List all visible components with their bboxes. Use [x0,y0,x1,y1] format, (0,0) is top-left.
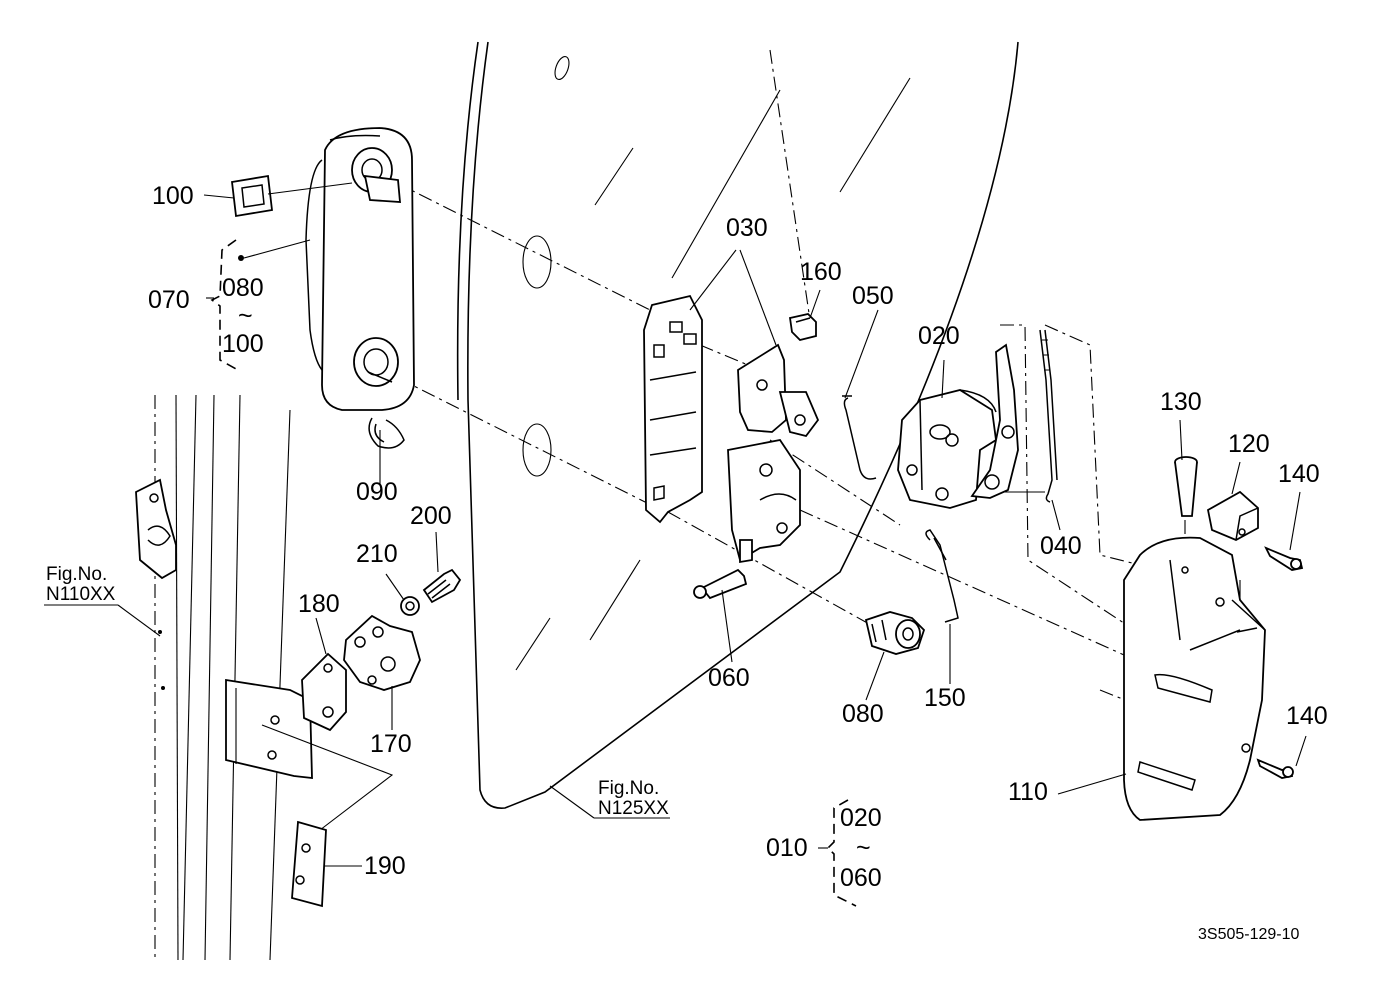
label-020b: 020 [840,804,882,832]
part-210-washer [400,596,420,616]
label-020: 020 [918,322,960,350]
label-080b: 080 [842,700,884,728]
fig-ref-1-code: N110XX [46,584,116,605]
label-060: 060 [708,664,750,692]
part-070-handle [305,127,415,411]
part-190-plate [291,820,327,908]
label-210: 210 [356,540,398,568]
part-030-plates [643,294,820,564]
label-140-lower: 140 [1286,702,1328,730]
label-060b: 060 [840,864,882,892]
label-180: 180 [298,590,340,618]
label-120: 120 [1228,430,1270,458]
part-050-rod [842,395,877,480]
bracket-070 [206,239,311,371]
part-140-screw-lower [1256,758,1294,779]
label-140-upper: 140 [1278,460,1320,488]
part-040-rod [1039,329,1058,503]
label-100: 100 [152,182,194,210]
label-130: 130 [1160,388,1202,416]
part-leaders [203,182,1307,867]
label-070: 070 [148,286,190,314]
part-130-tube [1174,456,1198,517]
label-090: 090 [356,478,398,506]
part-100-seal [231,174,273,218]
fig-ref-2-title: Fig.No. [598,778,659,799]
label-100b: 100 [222,330,264,358]
bracket-010 [818,799,857,907]
part-140-screw-upper [1264,546,1304,571]
fig-refs: Fig.No. N110XX Fig.No. N125XX [46,564,669,819]
part-labels: 100 070 080 ~ 100 090 030 160 050 020 13… [148,182,1328,892]
label-080: 080 [222,274,264,302]
part-170-plate [343,614,421,691]
leader-lines [261,49,1251,831]
door-glass [456,41,1019,809]
part-080-lock-cylinder [864,611,926,655]
part-160-bolt [788,313,817,341]
label-030: 030 [726,214,768,242]
label-050: 050 [852,282,894,310]
fig-ref-2-code: N125XX [598,798,669,819]
drawing-code: 3S505-129-10 [1198,926,1300,943]
door-frame-left [135,394,313,961]
part-120-knob [1206,490,1259,541]
label-110: 110 [1008,778,1048,806]
part-150-rod [925,529,959,623]
label-040: 040 [1040,532,1082,560]
fig-ref-1-title: Fig.No. [46,564,107,585]
part-060-screw [693,568,748,600]
label-190: 190 [364,852,406,880]
part-090-clip [368,417,405,449]
part-180-shim [301,652,347,732]
label-tilde-2: ~ [856,834,871,862]
label-150: 150 [924,684,966,712]
label-010: 010 [766,834,808,862]
part-020-latch [897,343,1019,509]
fig-ref-leaders [44,604,670,819]
label-160: 160 [800,258,842,286]
part-110-cover [1123,536,1266,821]
part-200-bolt [422,568,462,604]
label-tilde-1: ~ [238,302,253,330]
label-170: 170 [370,730,412,758]
label-200: 200 [410,502,452,530]
